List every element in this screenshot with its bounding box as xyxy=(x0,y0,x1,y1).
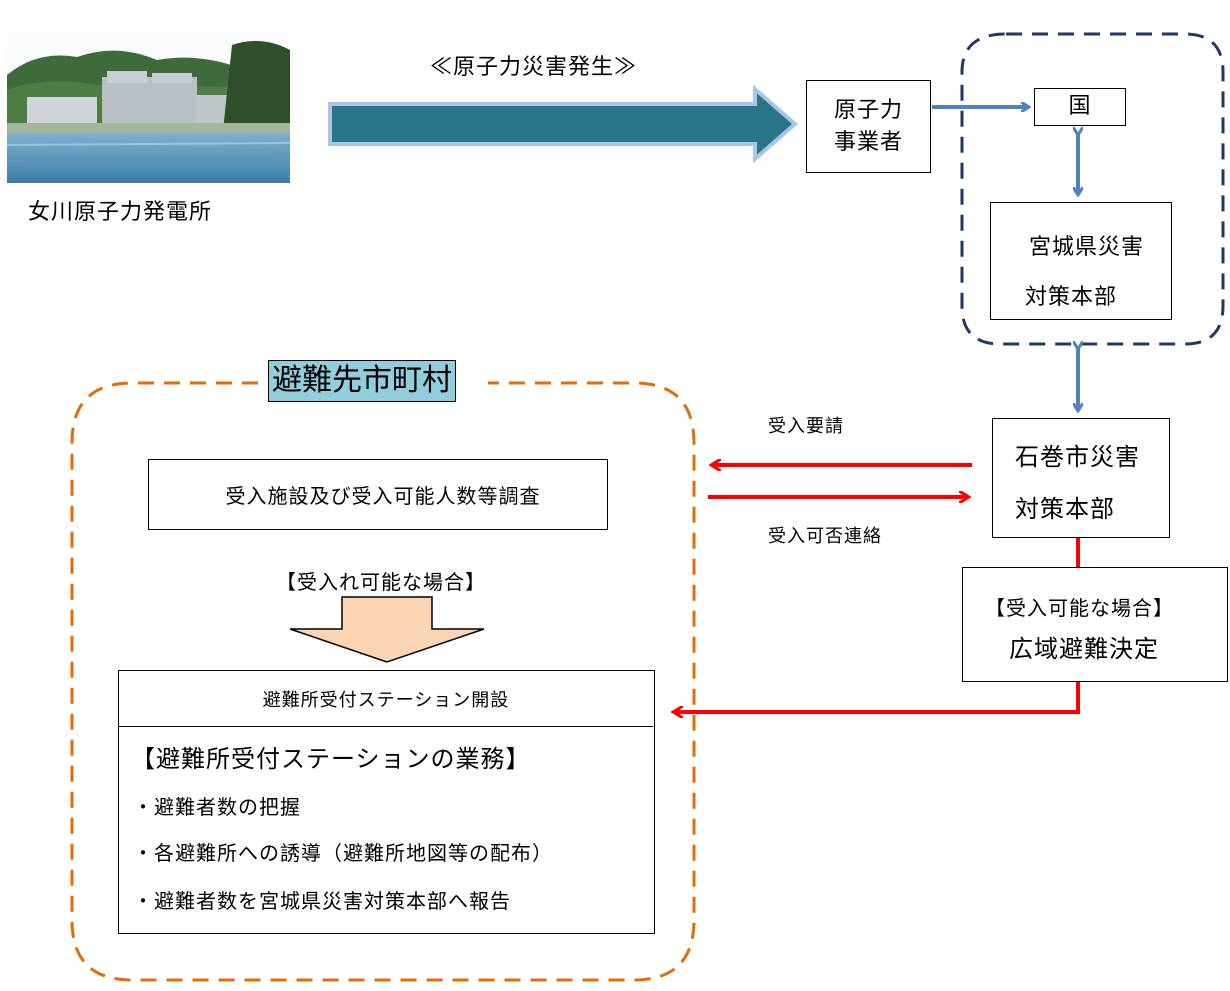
government-dashed-region xyxy=(960,32,1225,346)
operator-box: 原子力 事業者 xyxy=(806,80,931,173)
prefecture-hq-line2: 対策本部 xyxy=(1025,285,1118,310)
city-hq-line1: 石巻市災害 xyxy=(1015,443,1140,471)
duty-item: ・各避難所への誘導（避難所地図等の配布） xyxy=(133,841,553,865)
prefecture-hq-box: 宮城県災害 対策本部 xyxy=(990,202,1172,320)
decision-action: 広域避難決定 xyxy=(1009,635,1159,663)
national-government-label: 国 xyxy=(1068,94,1092,120)
acceptance-down-arrow xyxy=(289,596,485,663)
power-plant-photo xyxy=(7,5,290,183)
reception-station-box: 避難所受付ステーション開設 【避難所受付ステーションの業務】 ・避難者数の把握 … xyxy=(118,670,655,934)
event-label: ≪原子力災害発生≫ xyxy=(430,55,638,80)
station-open-header: 避難所受付ステーション開設 xyxy=(119,671,653,727)
duty-item: ・避難者数を宮城県災害対策本部へ報告 xyxy=(133,889,511,913)
decision-station-arrow xyxy=(674,682,1080,712)
duty-item: ・避難者数の把握 xyxy=(133,795,301,819)
national-government-box: 国 xyxy=(1034,88,1126,126)
decision-condition: 【受入可能な場合】 xyxy=(985,596,1174,620)
city-hq-box: 石巻市災害 対策本部 xyxy=(992,418,1170,538)
request-label: 受入要請 xyxy=(768,416,844,437)
operator-line2: 事業者 xyxy=(833,129,903,155)
operator-line1: 原子力 xyxy=(833,97,903,123)
survey-label: 受入施設及び受入可能人数等調査 xyxy=(225,484,541,508)
destination-title: 避難先市町村 xyxy=(268,360,456,402)
prefecture-hq-line1: 宮城県災害 xyxy=(1029,235,1145,260)
station-open-label: 避難所受付ステーション開設 xyxy=(262,689,510,711)
acceptance-condition: 【受入れ可能な場合】 xyxy=(276,570,486,594)
station-duties-title: 【避難所受付ステーションの業務】 xyxy=(131,745,531,773)
city-hq-line2: 対策本部 xyxy=(1015,495,1115,523)
power-plant-image xyxy=(7,5,290,183)
survey-box: 受入施設及び受入可能人数等調査 xyxy=(148,459,608,530)
incident-arrow xyxy=(328,84,799,164)
evacuation-decision-box: 【受入可能な場合】 広域避難決定 xyxy=(962,567,1228,682)
destination-dashed-region xyxy=(70,381,696,982)
reply-label: 受入可否連絡 xyxy=(768,526,882,547)
photo-caption: 女川原子力発電所 xyxy=(28,200,213,225)
